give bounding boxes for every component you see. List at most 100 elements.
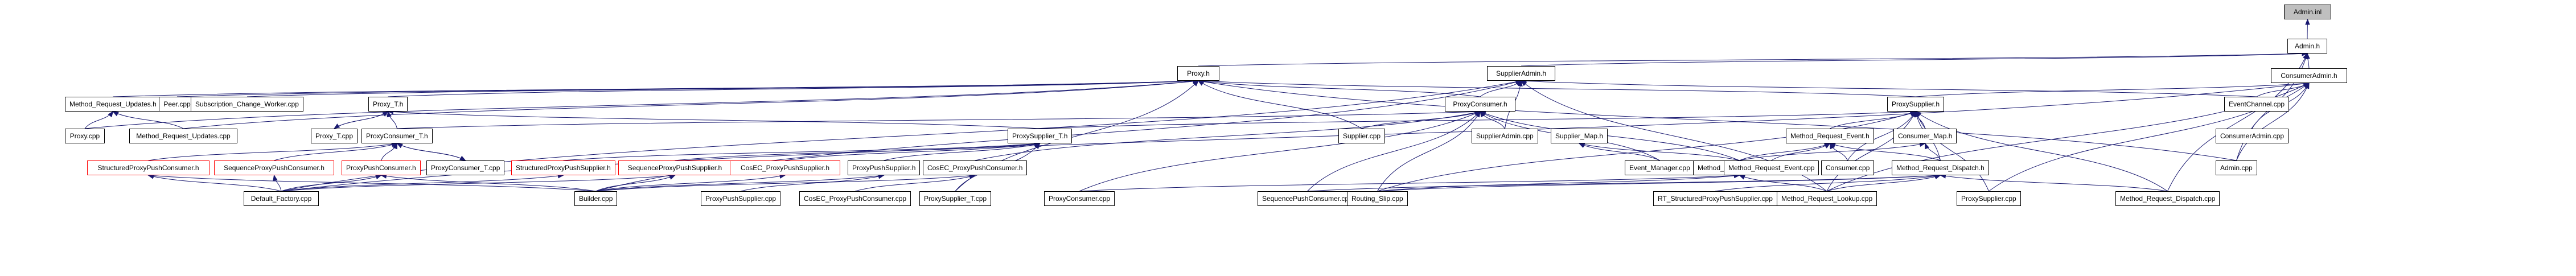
edge-builder-cpp-to-pps-h: [595, 175, 884, 192]
arrowhead-icon: [333, 123, 340, 129]
graph-node-sppc-h[interactable]: StructuredProxyPushConsumer.h: [87, 160, 209, 175]
graph-node-supplier-cpp[interactable]: Supplier.cpp: [1338, 129, 1386, 143]
graph-node-consumer-map-h[interactable]: Consumer_Map.h: [1893, 129, 1957, 143]
graph-node-proxy-cpp[interactable]: Proxy.cpp: [65, 129, 105, 143]
graph-node-spps-h[interactable]: StructuredProxyPushSupplier.h: [511, 160, 615, 175]
graph-node-proxy-h[interactable]: Proxy.h: [1177, 66, 1219, 81]
graph-node-proxyconsumer-h[interactable]: ProxyConsumer.h: [1445, 97, 1515, 112]
edge-supplier-cpp-to-proxyconsumer-h: [1361, 111, 1481, 129]
graph-node-builder-cpp[interactable]: Builder.cpp: [574, 191, 618, 206]
graph-node-mrl-cpp[interactable]: Method_Request_Lookup.cpp: [1777, 191, 1877, 206]
edge-mrl-h-to-proxyconsumer-h: [1480, 111, 1740, 161]
edge-mru-cpp-to-mru-h: [113, 111, 184, 129]
graph-node-cosec-ppc-cpp[interactable]: CosEC_ProxyPushConsumer.cpp: [799, 191, 911, 206]
graph-node-seqppc-h[interactable]: SequenceProxyPushConsumer.h: [214, 160, 334, 175]
graph-node-mre-cpp[interactable]: Method_Request_Event.cpp: [1724, 160, 1819, 175]
graph-node-mru-h[interactable]: Method_Request_Updates.h: [65, 97, 161, 112]
edge-cosec-ppc-h-to-proxyconsumer-h: [975, 111, 1481, 161]
edge-cosec-ppc-cpp-to-cosec-ppc-h: [854, 175, 975, 192]
edge-cosec-pps-h-to-proxysupplier-t-h: [784, 143, 1040, 161]
graph-node-proxysupplier-t-h[interactable]: ProxySupplier_T.h: [1008, 129, 1073, 143]
graph-node-pps-cpp[interactable]: ProxyPushSupplier.cpp: [701, 191, 781, 206]
edge-default-factory-cpp-to-spps-h: [281, 175, 564, 192]
edge-proxyconsumer-h-to-proxy-h: [1198, 80, 1481, 97]
edge-pps-cpp-to-pps-h: [740, 175, 884, 192]
edge-proxysupplier-t-h-to-proxysupplier-h: [1040, 111, 1916, 129]
graph-node-consumer-cpp[interactable]: Consumer.cpp: [1821, 160, 1875, 175]
graph-node-consumeradmin-h[interactable]: ConsumerAdmin.h: [2271, 68, 2347, 83]
graph-node-proxyconsumer-cpp[interactable]: ProxyConsumer.cpp: [1044, 191, 1115, 206]
edge-mrd-cpp-to-proxysupplier-h: [1915, 111, 2168, 192]
graph-node-admin-cpp[interactable]: Admin.cpp: [2216, 160, 2257, 175]
graph-node-seqpushconsumer-cpp[interactable]: SequencePushConsumer.cpp: [1258, 191, 1357, 206]
arrowhead-icon: [375, 175, 382, 180]
arrowhead-icon: [112, 111, 119, 117]
graph-node-rt-spps-cpp[interactable]: RT_StructuredProxyPushSupplier.cpp: [1653, 191, 1777, 206]
graph-node-mrd-cpp[interactable]: Method_Request_Dispatch.cpp: [2115, 191, 2220, 206]
edge-seqpushconsumer-cpp-to-proxyconsumer-h: [1307, 111, 1481, 192]
edge-proxysupplier-t-h-to-proxy-t-h: [388, 111, 1040, 129]
graph-node-proxysupplier-h[interactable]: ProxySupplier.h: [1887, 97, 1945, 112]
edge-mrl-h-to-mre-h: [1739, 143, 1830, 161]
edge-proxyconsumer-cpp-to-proxyconsumer-h: [1079, 111, 1481, 192]
graph-node-seqpps-h[interactable]: SequenceProxyPushSupplier.h: [618, 160, 732, 175]
graph-node-admin-inl[interactable]: Admin.inl: [2284, 5, 2331, 19]
edge-scw-cpp-to-proxy-h: [246, 80, 1199, 97]
graph-node-proxyconsumer-t-h[interactable]: ProxyConsumer_T.h: [361, 129, 433, 143]
edge-proxy-cpp-to-proxy-h: [84, 80, 1199, 129]
graph-node-event-manager-cpp[interactable]: Event_Manager.cpp: [1625, 160, 1695, 175]
arrowhead-icon: [669, 175, 676, 180]
graph-node-supplieradmin-h[interactable]: SupplierAdmin.h: [1487, 66, 1555, 81]
edge-mre-cpp-to-mre-h: [1771, 143, 1830, 161]
edge-sppc-h-to-proxyconsumer-t-h: [148, 143, 397, 161]
graph-node-mre-h[interactable]: Method_Request_Event.h: [1786, 129, 1874, 143]
edge-supplier-cpp-to-proxy-h: [1198, 80, 1362, 129]
graph-node-admin-h[interactable]: Admin.h: [2287, 39, 2327, 53]
graph-node-proxysupplier-cpp[interactable]: ProxySupplier.cpp: [1957, 191, 2021, 206]
edge-consumer-cpp-to-proxysupplier-h: [1847, 111, 1916, 161]
edge-routing-slip-cpp-to-mrd-h: [1377, 175, 1941, 192]
graph-node-pps-h[interactable]: ProxyPushSupplier.h: [848, 160, 921, 175]
graph-node-ppc-h[interactable]: ProxyPushConsumer.h: [342, 160, 421, 175]
graph-node-proxyconsumer-t-cpp[interactable]: ProxyConsumer_T.cpp: [426, 160, 505, 175]
arrowhead-icon: [1193, 80, 1199, 86]
edge-default-factory-cpp-to-sppc-h: [148, 175, 282, 192]
edge-rt-spps-cpp-to-mrd-h: [1715, 175, 1941, 192]
edge-proxysupplier-h-to-proxy-h: [1198, 80, 1916, 97]
edge-builder-cpp-to-cosec-ppc-h: [595, 175, 975, 192]
edge-mrl-h-to-consumer-map-h: [1739, 143, 1925, 161]
graph-node-cosec-ppc-h[interactable]: CosEC_ProxyPushConsumer.h: [923, 160, 1028, 175]
edge-spps-h-to-proxysupplier-t-h: [563, 143, 1040, 161]
arrowhead-icon: [1518, 80, 1523, 87]
arrowhead-icon: [1739, 175, 1745, 180]
graph-node-consumeradmin-cpp[interactable]: ConsumerAdmin.cpp: [2216, 129, 2289, 143]
arrowhead-icon: [1824, 143, 1831, 148]
graph-node-proxy-t-h[interactable]: Proxy_T.h: [368, 97, 408, 112]
arrowhead-icon: [1479, 111, 1486, 116]
arrowhead-icon: [273, 174, 278, 182]
graph-node-supplieradmin-cpp[interactable]: SupplierAdmin.cpp: [1472, 129, 1538, 143]
arrowhead-icon: [1034, 142, 1041, 150]
edge-proxy-t-h-to-proxy-t-cpp: [334, 111, 388, 129]
graph-node-scw-cpp[interactable]: Subscription_Change_Worker.cpp: [191, 97, 303, 112]
edge-builder-cpp-to-ppc-h: [381, 175, 596, 192]
edge-routing-slip-cpp-to-mrl-h: [1377, 175, 1740, 192]
edge-proxy-t-h-to-proxy-h: [388, 80, 1199, 97]
graph-node-routing-slip-cpp[interactable]: Routing_Slip.cpp: [1347, 191, 1408, 206]
arrowhead-icon: [1914, 111, 1922, 117]
graph-node-default-factory-cpp[interactable]: Default_Factory.cpp: [244, 191, 319, 206]
edge-supplieradmin-h-to-admin-h: [1521, 53, 2308, 67]
arrowhead-icon: [2305, 18, 2310, 25]
edge-mru-cpp-to-proxy-h: [183, 80, 1199, 129]
edge-builder-cpp-to-sppc-h: [148, 175, 596, 192]
graph-node-cosec-pps-h[interactable]: CosEC_ProxyPushSupplier.h: [730, 160, 840, 175]
edge-seqpps-h-to-proxysupplier-t-h: [675, 143, 1040, 161]
graph-node-proxysupplier-t-cpp[interactable]: ProxySupplier_T.cpp: [919, 191, 992, 206]
graph-node-mru-cpp[interactable]: Method_Request_Updates.cpp: [129, 129, 237, 143]
graph-node-peer-cpp[interactable]: Peer.cpp: [159, 97, 195, 112]
graph-node-eventchannel-cpp[interactable]: EventChannel.cpp: [2224, 97, 2290, 112]
graph-node-proxy-t-cpp[interactable]: Proxy_T.cpp: [311, 129, 358, 143]
graph-node-mrd-h[interactable]: Method_Request_Dispatch.h: [1892, 160, 1989, 175]
edge-routing-slip-cpp-to-proxyconsumer-h: [1377, 111, 1481, 192]
graph-node-supplier-map-h[interactable]: Supplier_Map.h: [1551, 129, 1608, 143]
